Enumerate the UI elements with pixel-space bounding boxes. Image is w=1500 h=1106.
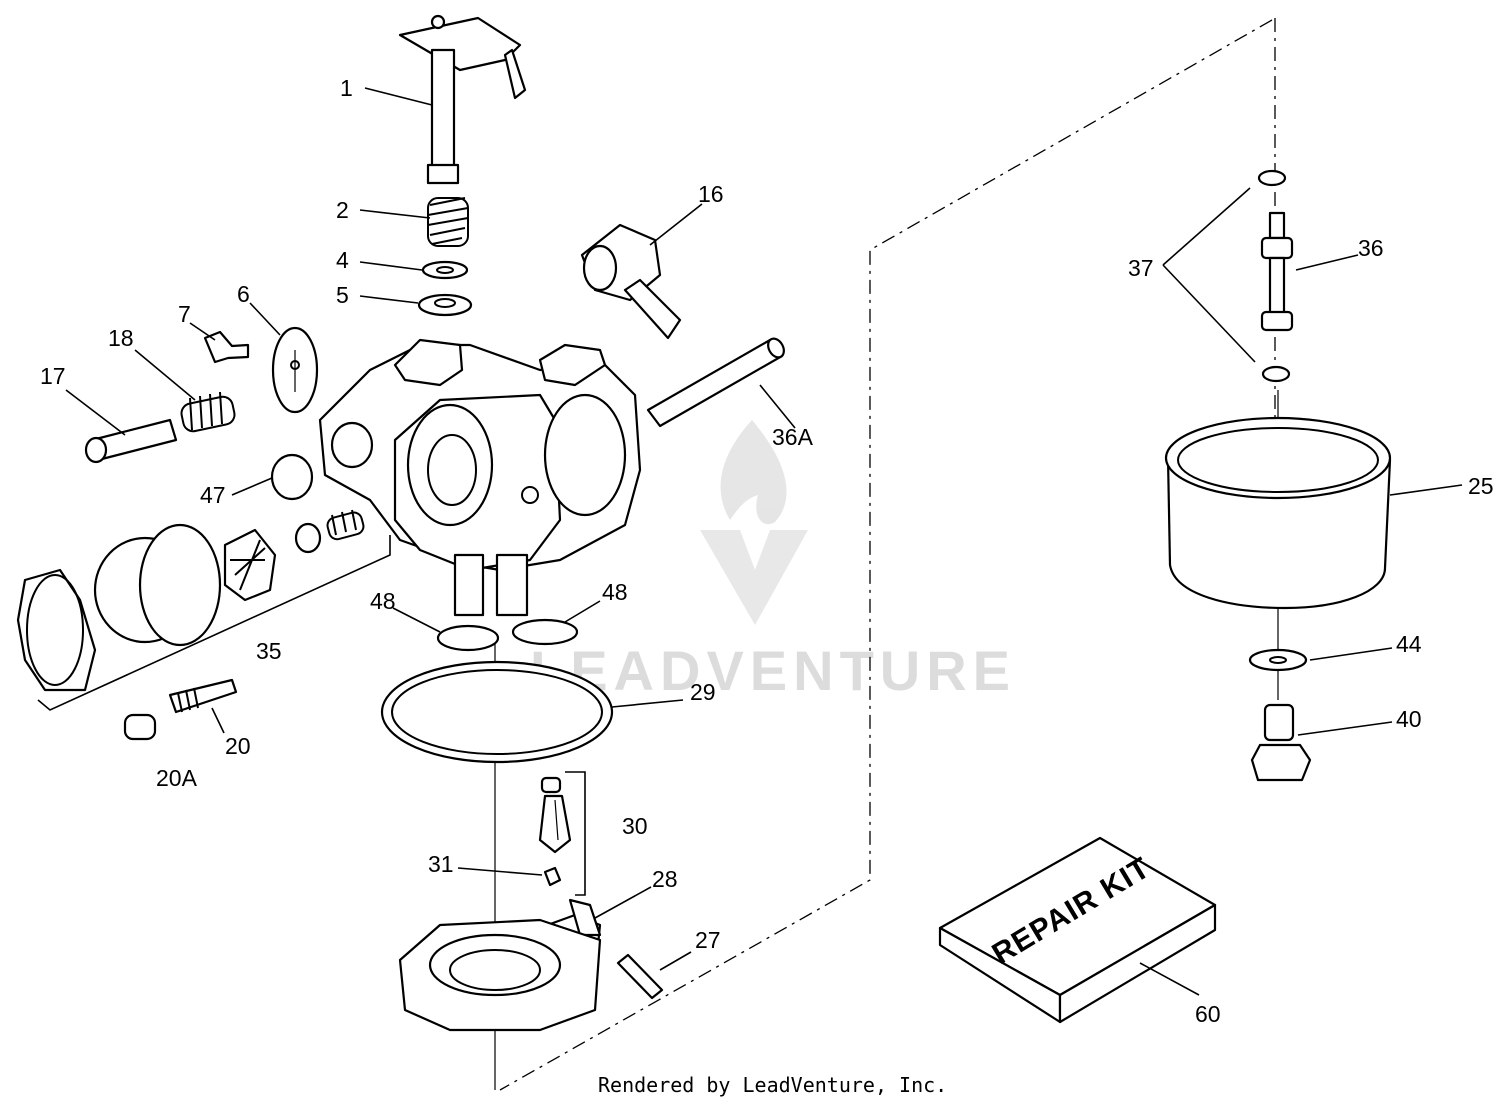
part-40-bowl-nut: [1250, 703, 1312, 782]
part-20-mixture-screw: [168, 678, 238, 714]
callout-37: 37: [1128, 255, 1154, 281]
callout-17: 17: [40, 363, 66, 389]
part-5-seal: [417, 293, 473, 317]
part-17-idle-screw: [84, 418, 178, 464]
part-7-screw: [203, 330, 250, 364]
callout-18: 18: [108, 325, 134, 351]
watermark-text: LEADVENTURE: [530, 639, 1016, 702]
callout-28: 28: [652, 866, 678, 892]
callout-27: 27: [695, 927, 721, 953]
part-31-clip: [543, 866, 562, 887]
carburetor-body: [318, 338, 642, 617]
part-27-hinge-pin: [616, 953, 664, 1000]
callout-48-left: 48: [370, 588, 396, 614]
part-37-lower-o-ring: [1261, 365, 1291, 383]
part-16-fuel-elbow: [580, 223, 682, 340]
callout-2: 2: [336, 197, 349, 223]
part-48-right-gasket: [511, 618, 579, 646]
part-2-spring: [427, 197, 469, 247]
float: [398, 918, 602, 1032]
part-25-float-bowl: [1164, 416, 1392, 610]
callout-48-right: 48: [602, 579, 628, 605]
callout-36: 36: [1358, 235, 1384, 261]
part-47-plug: [270, 453, 314, 501]
part-1-throttle-shaft: [398, 14, 527, 185]
part-4-washer: [421, 260, 469, 280]
callout-44: 44: [1396, 631, 1422, 657]
callout-20A: 20A: [156, 765, 198, 791]
callout-29: 29: [690, 679, 716, 705]
callout-47: 47: [200, 482, 226, 508]
watermark-v-icon: [700, 530, 808, 625]
part-60-repair-kit: REPAIR KIT: [938, 836, 1217, 1024]
callout-31: 31: [428, 851, 454, 877]
assembly-boundary-dashed-2: [499, 19, 1273, 1091]
part-30-bracket: [565, 771, 586, 896]
part-37-upper-o-ring: [1257, 169, 1287, 187]
part-18-spring: [180, 391, 236, 433]
callout-35: 35: [256, 638, 282, 664]
callout-30: 30: [622, 813, 648, 839]
watermark: LEADVENTURE: [530, 420, 1016, 702]
callout-5: 5: [336, 282, 349, 308]
leader-lines: [65, 87, 1463, 996]
part-35-primer-assembly: [16, 509, 365, 692]
watermark-flame-icon: [720, 420, 787, 525]
callout-36A: 36A: [772, 424, 814, 450]
callout-4: 4: [336, 247, 349, 273]
callout-labels: 1 2 4 5 16 6 7 18 17 47 36A 48 48 35 29 …: [40, 75, 1494, 1027]
part-44-washer: [1248, 648, 1308, 672]
callout-20: 20: [225, 733, 251, 759]
part-35-bracket: [37, 535, 391, 711]
callout-16: 16: [698, 181, 724, 207]
rendered-by-footer: Rendered by LeadVenture, Inc.: [598, 1073, 947, 1097]
part-30-inlet-needle: [538, 776, 572, 854]
part-36-bowl-screw: [1260, 211, 1294, 332]
callout-7: 7: [178, 301, 191, 327]
part-6-throttle-plate: [271, 326, 319, 414]
part-48-left-gasket: [436, 624, 500, 652]
callout-25: 25: [1468, 473, 1494, 499]
part-36A-vent-tube: [646, 337, 785, 428]
callout-6: 6: [237, 281, 250, 307]
part-29-bowl-gasket: [380, 660, 614, 764]
part-20A-cap: [123, 713, 157, 741]
callout-40: 40: [1396, 706, 1422, 732]
callout-60: 60: [1195, 1001, 1221, 1027]
callout-1: 1: [340, 75, 353, 101]
